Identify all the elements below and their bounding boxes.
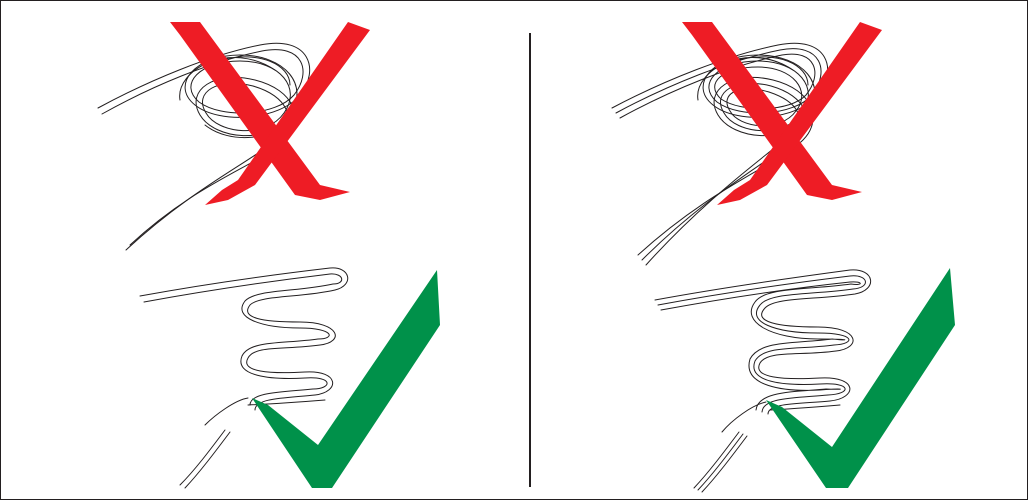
panel-two-wire xyxy=(97,22,440,489)
panel-three-wire xyxy=(611,22,955,493)
green-check-icon xyxy=(252,270,440,488)
green-check-icon xyxy=(766,268,955,488)
red-cross-icon xyxy=(170,22,370,205)
red-cross-icon xyxy=(682,22,882,205)
